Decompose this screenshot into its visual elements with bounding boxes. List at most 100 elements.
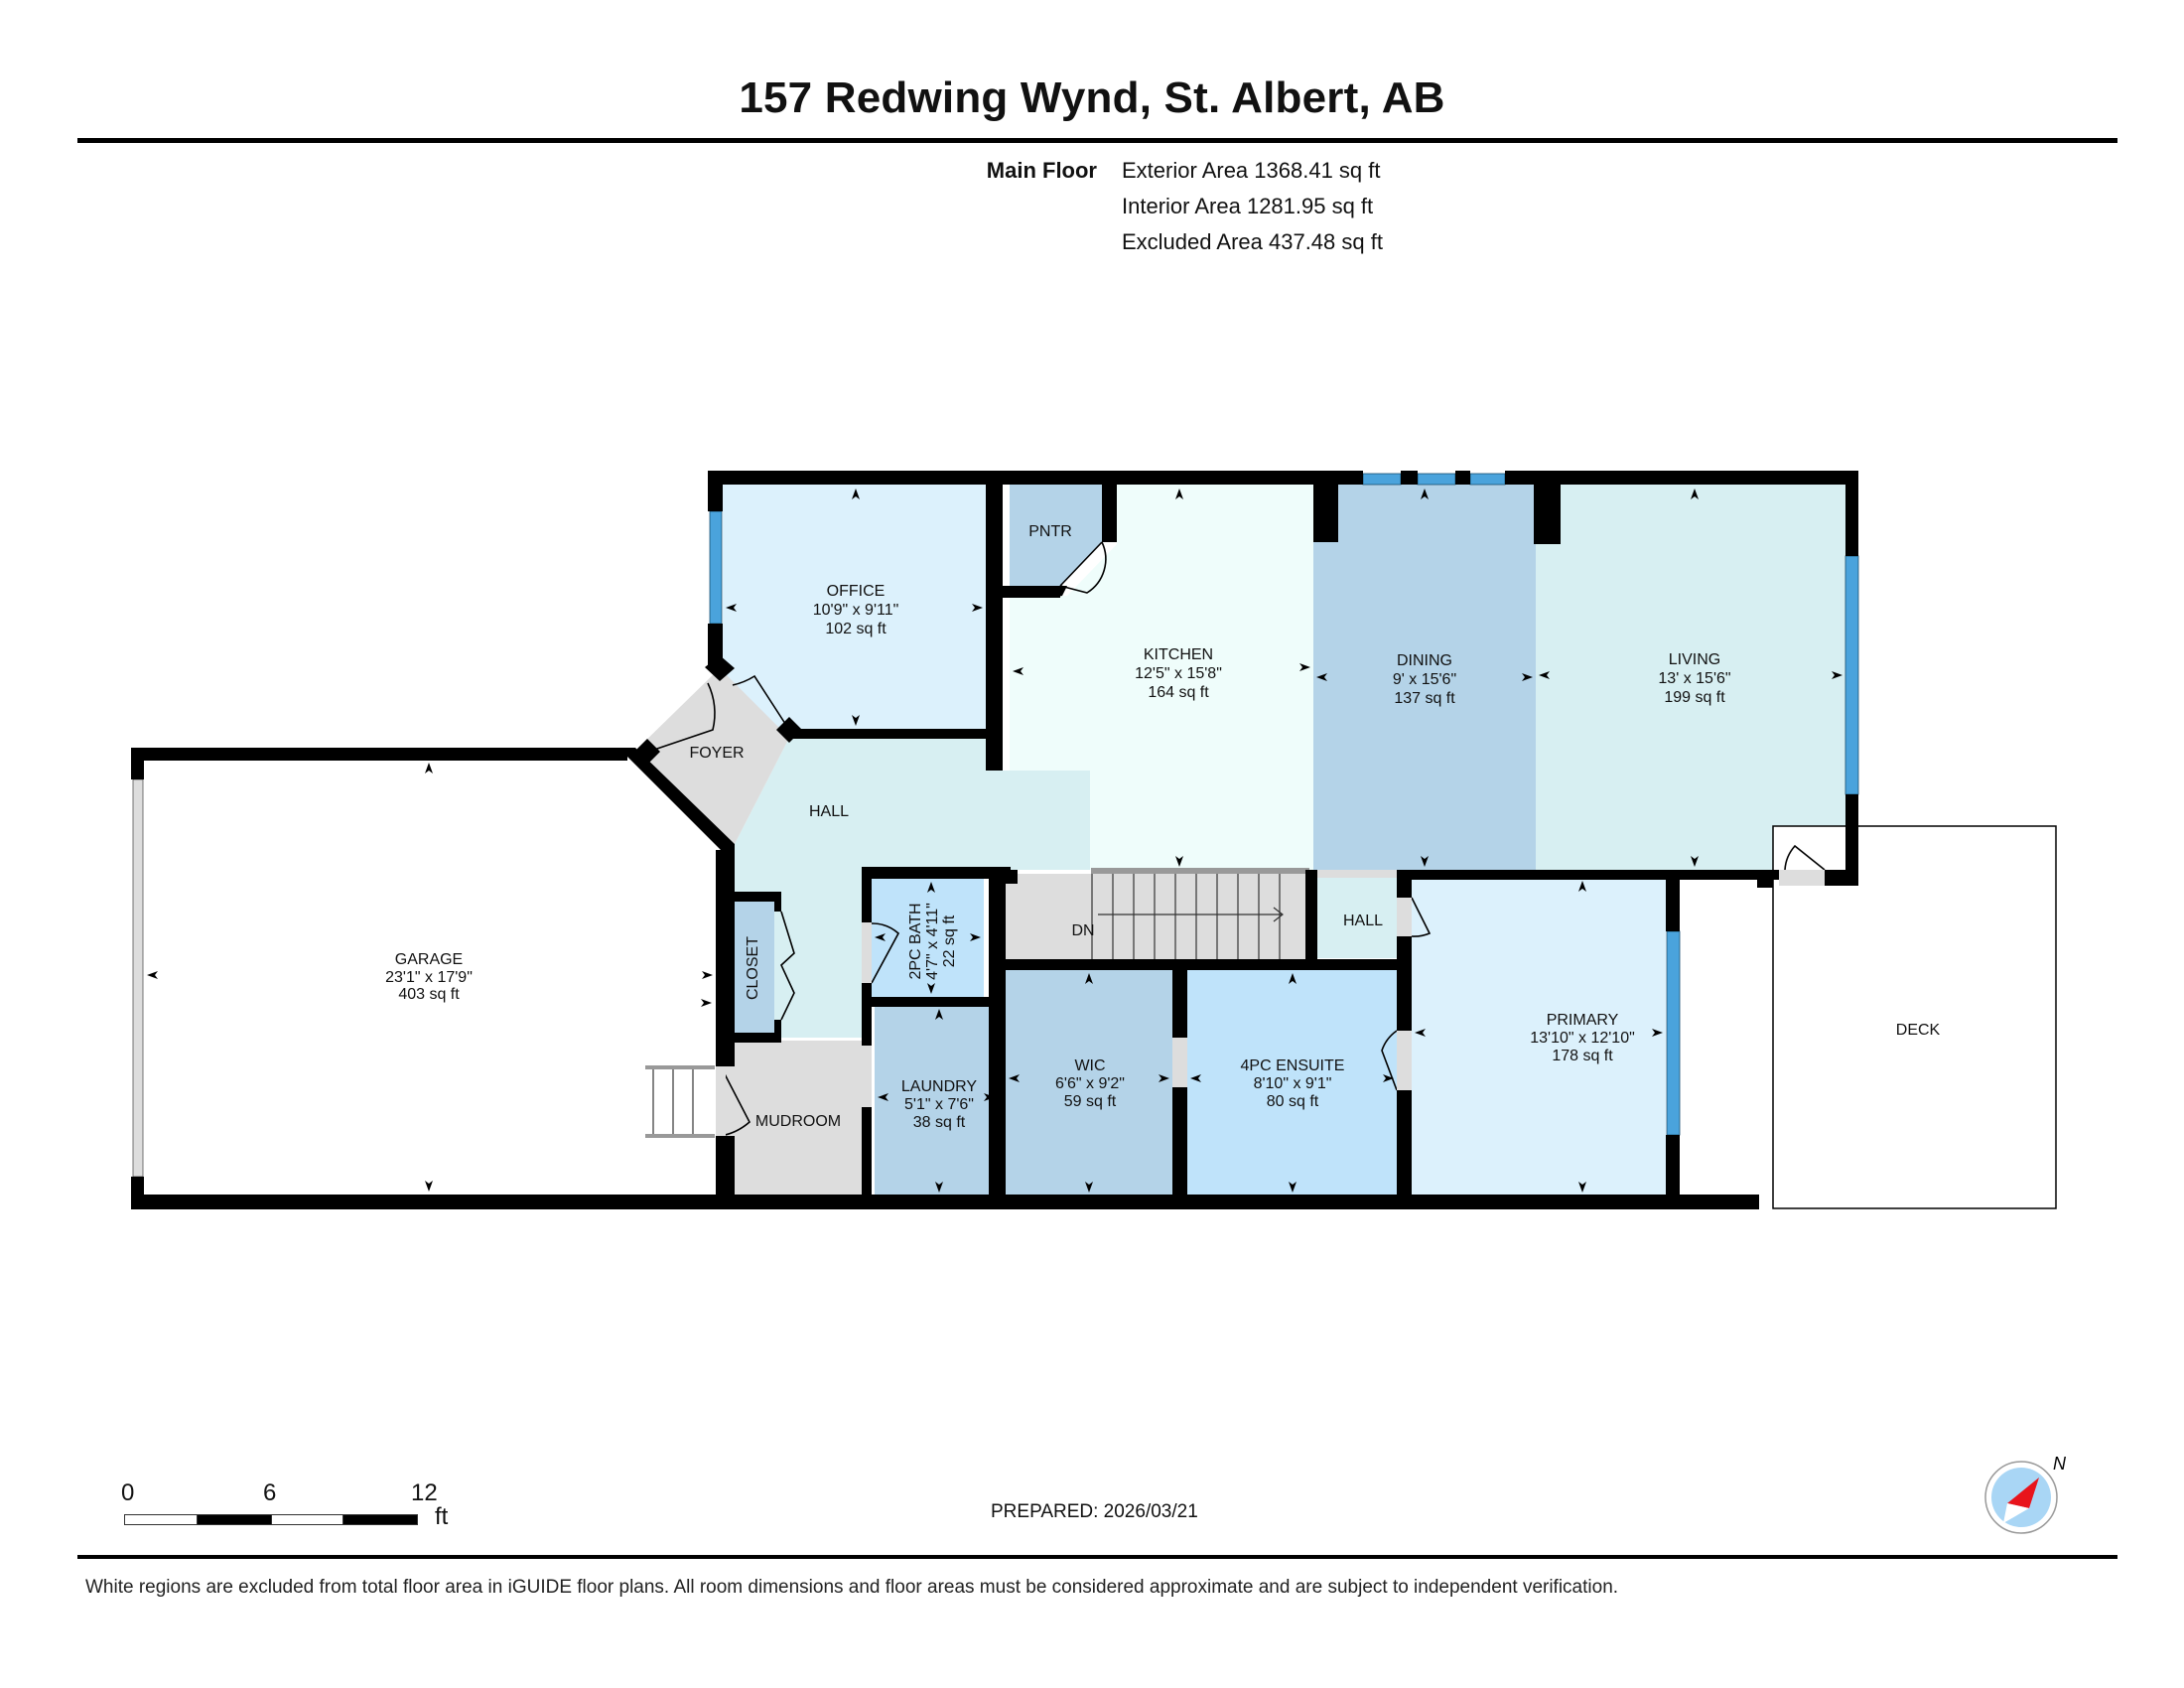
exterior-area: Exterior Area 1368.41 sq ft — [1122, 158, 1381, 183]
interior-area: Interior Area 1281.95 sq ft — [1122, 194, 1374, 218]
primary-dims: 13'10" x 12'10" — [1530, 1030, 1635, 1047]
door-pantry — [1059, 541, 1107, 594]
compass-north-label: N — [2053, 1454, 2067, 1474]
garage-fill — [145, 761, 715, 1195]
wic-fill — [1006, 970, 1172, 1196]
bath2-fill — [872, 877, 984, 997]
ensuite-label: 4PC ENSUITE — [1241, 1057, 1345, 1074]
stairs-label: DN — [1071, 922, 1094, 939]
ensuite-fill — [1187, 970, 1397, 1196]
laundry-label: LAUNDRY — [901, 1078, 978, 1095]
primary-fill — [1412, 878, 1666, 1196]
stairs-fill — [1006, 874, 1305, 963]
hall-fill — [735, 738, 1090, 1038]
laundry-dims: 5'1" x 7'6" — [904, 1096, 974, 1113]
dining-label: DINING — [1397, 652, 1452, 669]
header-divider — [77, 138, 2117, 143]
office-area: 102 sq ft — [825, 621, 887, 637]
garage-dims: 23'1" x 17'9" — [385, 969, 473, 986]
scale-bar: 0 6 12 ft — [119, 1479, 457, 1539]
bath2-area: 22 sq ft — [941, 914, 958, 967]
foyer-label: FOYER — [689, 745, 744, 762]
scale-segment-3 — [271, 1514, 343, 1525]
door-foyer-main — [647, 682, 716, 753]
area-list: Exterior Area 1368.41 sq ft Interior Are… — [1122, 153, 1383, 260]
mudroom-label: MUDROOM — [755, 1113, 841, 1130]
laundry-fill — [875, 1006, 998, 1196]
closet-label: CLOSET — [745, 936, 761, 1000]
windows — [132, 473, 1859, 1178]
room-labels: OFFICE 10'9" x 9'11" 102 sq ft PNTR KITC… — [385, 523, 1940, 1131]
door-office — [732, 674, 790, 731]
window-dining-1 — [1362, 473, 1402, 486]
office-fill — [723, 485, 986, 729]
wic-dims: 6'6" x 9'2" — [1055, 1075, 1125, 1092]
office-label: OFFICE — [827, 583, 886, 600]
dining-fill — [1313, 485, 1536, 870]
ensuite-dims: 8'10" x 9'1" — [1254, 1075, 1332, 1092]
window-garage — [132, 778, 144, 1178]
hall-label: HALL — [809, 803, 849, 820]
window-dining-2 — [1417, 473, 1456, 486]
bath2-dims: 4'7" x 4'11" — [924, 903, 941, 980]
living-fill — [1536, 485, 1845, 870]
door-bath2 — [871, 922, 900, 984]
thresholds — [716, 870, 1825, 1136]
living-area: 199 sq ft — [1664, 689, 1725, 706]
excluded-area: Excluded Area 437.48 sq ft — [1122, 229, 1383, 254]
scale-segment-4 — [342, 1514, 418, 1525]
ensuite-area: 80 sq ft — [1267, 1093, 1319, 1110]
door-ensuite — [1381, 1030, 1398, 1091]
disclaimer-text: White regions are excluded from total fl… — [85, 1577, 1619, 1598]
deck-fill — [1772, 825, 2057, 1209]
primary-area: 178 sq ft — [1552, 1048, 1613, 1064]
pantry-label: PNTR — [1028, 523, 1072, 540]
scale-segment-1 — [124, 1514, 198, 1525]
compass-icon: N — [1984, 1454, 2067, 1534]
kitchen-fill — [1010, 485, 1313, 870]
page-title: 157 Redwing Wynd, St. Albert, AB — [739, 73, 1445, 122]
deck-label: DECK — [1896, 1022, 1941, 1039]
garage-label: GARAGE — [395, 951, 463, 968]
office-dims: 10'9" x 9'11" — [813, 602, 899, 619]
primary-label: PRIMARY — [1547, 1012, 1619, 1029]
door-hall2 — [1411, 897, 1432, 937]
window-office — [709, 510, 723, 625]
kitchen-label: KITCHEN — [1144, 646, 1213, 663]
footer-divider — [77, 1555, 2117, 1559]
scale-tick-12: 12 — [411, 1479, 438, 1506]
door-closet — [780, 911, 795, 1021]
window-dining-3 — [1469, 473, 1506, 486]
living-label: LIVING — [1669, 651, 1720, 668]
hall2-fill — [1317, 877, 1397, 958]
wic-label: WIC — [1074, 1057, 1105, 1074]
floor-label: Main Floor — [986, 158, 1097, 183]
mudroom-fill — [726, 1041, 866, 1196]
laundry-area: 38 sq ft — [913, 1114, 966, 1131]
dining-area: 137 sq ft — [1394, 690, 1455, 707]
walls — [131, 471, 1858, 1209]
prepared-date: PREPARED: 2026/03/21 — [991, 1501, 1198, 1522]
closet-fill — [730, 902, 774, 1034]
living-dims: 13' x 15'6" — [1658, 670, 1730, 687]
window-living — [1844, 555, 1859, 795]
scale-unit: ft — [435, 1503, 449, 1530]
pantry-fill — [1010, 485, 1102, 586]
garage-steps — [645, 1065, 715, 1138]
window-primary — [1666, 930, 1681, 1136]
wic-area: 59 sq ft — [1064, 1093, 1117, 1110]
hall2-label: HALL — [1343, 913, 1383, 929]
scale-tick-0: 0 — [121, 1479, 135, 1506]
scale-segment-2 — [197, 1514, 272, 1525]
dimension-markers — [147, 489, 1843, 1193]
staircase — [1091, 868, 1309, 959]
kitchen-area: 164 sq ft — [1148, 684, 1209, 701]
room-fills — [145, 485, 2057, 1209]
scale-tick-6: 6 — [263, 1479, 277, 1506]
bath2-label: 2PC BATH — [907, 903, 924, 979]
foyer-fill — [635, 668, 789, 844]
kitchen-dims: 12'5" x 15'8" — [1135, 665, 1222, 682]
garage-area: 403 sq ft — [398, 986, 460, 1003]
dining-dims: 9' x 15'6" — [1393, 671, 1456, 688]
